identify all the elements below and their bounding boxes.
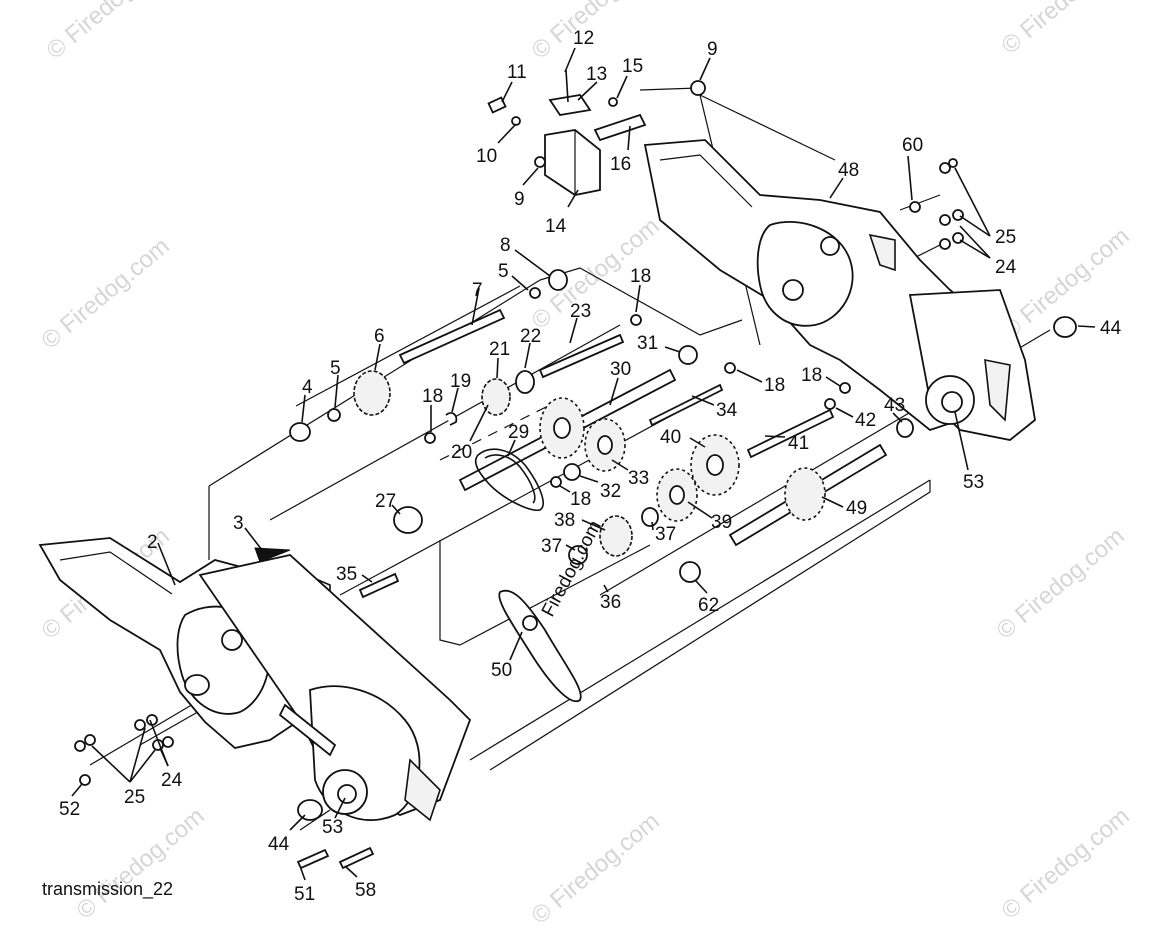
callout-19: 19 <box>450 371 471 392</box>
callout-18: 18 <box>764 375 785 396</box>
hardware <box>74 80 964 870</box>
callout-50: 50 <box>491 660 512 681</box>
center-watermark: Firedog.com <box>538 517 606 620</box>
callout-24: 24 <box>995 257 1017 278</box>
callout-16: 16 <box>610 154 631 175</box>
callout-24: 24 <box>161 770 183 791</box>
callout-40: 40 <box>660 427 681 448</box>
callout-23: 23 <box>570 301 591 322</box>
shafts <box>358 308 888 599</box>
callout-32: 32 <box>600 481 621 502</box>
callout-4: 4 <box>302 377 313 398</box>
callout-8: 8 <box>500 235 511 256</box>
callout-18: 18 <box>801 365 822 386</box>
callout-44: 44 <box>268 834 290 855</box>
callout-38: 38 <box>554 510 575 531</box>
callout-5: 5 <box>330 358 341 379</box>
watermark: © Firedog.com <box>992 523 1130 645</box>
callout-10: 10 <box>476 146 497 167</box>
callout-51: 51 <box>294 884 315 905</box>
callout-20: 20 <box>451 442 472 463</box>
callout-36: 36 <box>600 592 621 613</box>
callout-6: 6 <box>374 326 385 347</box>
callout-43: 43 <box>884 395 905 416</box>
callout-30: 30 <box>610 359 631 380</box>
callout-52: 52 <box>59 799 80 820</box>
callout-62: 62 <box>698 595 719 616</box>
callout-27: 27 <box>375 491 396 512</box>
chains <box>474 448 582 703</box>
callout-49: 49 <box>846 498 867 519</box>
callout-21: 21 <box>489 339 510 360</box>
callout-22: 22 <box>520 326 541 347</box>
callout-39: 39 <box>711 512 732 533</box>
callout-5: 5 <box>498 261 509 282</box>
callout-34: 34 <box>716 400 738 421</box>
callout-48: 48 <box>838 160 859 181</box>
callout-35: 35 <box>336 564 357 585</box>
callout-31: 31 <box>637 333 658 354</box>
gears-and-bearings <box>289 201 1077 821</box>
callout-9: 9 <box>514 189 525 210</box>
callout-18: 18 <box>630 266 651 287</box>
callout-53: 53 <box>963 472 984 493</box>
callout-25: 25 <box>124 787 145 808</box>
callout-2: 2 <box>147 532 158 553</box>
assembly-lines <box>89 87 1051 831</box>
watermark: © Firedog.com <box>72 803 210 925</box>
callout-15: 15 <box>622 56 643 77</box>
callout-11: 11 <box>507 62 527 83</box>
callout-42: 42 <box>855 410 876 431</box>
callout-44: 44 <box>1100 318 1122 339</box>
callout-18: 18 <box>570 489 591 510</box>
callout-25: 25 <box>995 227 1016 248</box>
callout-3: 3 <box>233 513 244 534</box>
watermark: © Firedog.com <box>527 0 665 65</box>
callout-14: 14 <box>545 216 567 237</box>
callout-13: 13 <box>586 64 607 85</box>
callout-12: 12 <box>573 28 594 49</box>
callout-58: 58 <box>355 880 376 901</box>
callout-33: 33 <box>628 468 649 489</box>
callout-18: 18 <box>422 386 443 407</box>
watermark: © Firedog.com <box>37 233 175 355</box>
callout-7: 7 <box>472 280 483 301</box>
watermark: © Firedog.com <box>997 803 1135 925</box>
callout-37: 37 <box>541 536 562 557</box>
leader-lines <box>71 47 1096 881</box>
part-callouts: 12 11 13 15 9 10 16 9 14 60 48 25 24 8 5… <box>59 28 1122 905</box>
callout-9: 9 <box>707 39 718 60</box>
callout-41: 41 <box>788 433 809 454</box>
watermark: © Firedog.com <box>997 0 1135 60</box>
callout-37: 37 <box>655 524 676 545</box>
diagram-caption: transmission_22 <box>42 879 173 900</box>
watermark: © Firedog.com <box>527 808 665 930</box>
watermark: © Firedog.com <box>42 0 180 65</box>
left-chaincase <box>198 554 472 822</box>
callout-60: 60 <box>902 135 923 156</box>
shifter-assembly <box>487 69 647 196</box>
callout-53: 53 <box>322 817 343 838</box>
callout-29: 29 <box>508 422 529 443</box>
right-housing <box>643 139 1036 441</box>
